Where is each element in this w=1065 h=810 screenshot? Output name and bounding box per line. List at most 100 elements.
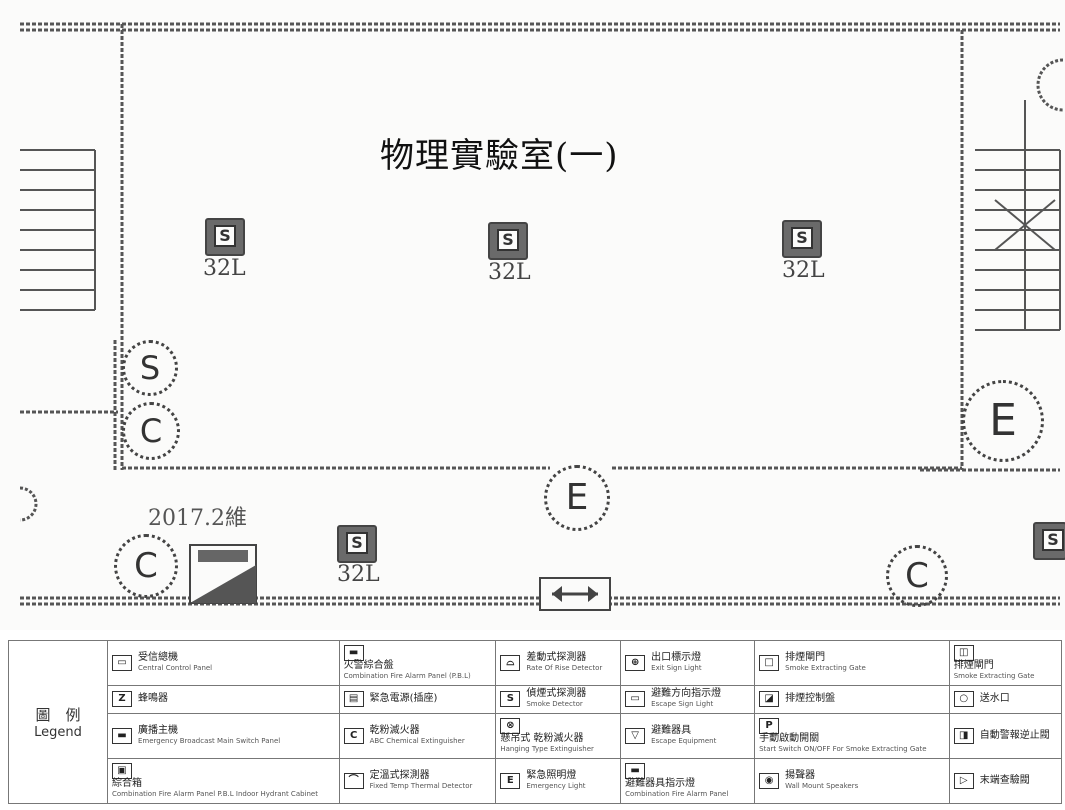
legend-item-zh: 末端查驗閥 — [979, 774, 1030, 786]
emergency-light-icon: E — [962, 380, 1044, 462]
legend-item-en: Fixed Temp Thermal Detector — [369, 781, 473, 790]
legend-item: ◪排煙控制盤 — [754, 685, 950, 714]
abc-extinguisher-icon: C — [114, 534, 178, 598]
water-inlet-icon: ○ — [953, 691, 974, 708]
fixed-temp-detector-icon: ⌒ — [343, 772, 364, 789]
legend-item-zh: 送水口 — [979, 693, 1010, 705]
legend-item-en: Central Control Panel — [138, 664, 213, 673]
smoke-detector-icon: S — [782, 220, 822, 258]
legend-item-zh: 避難器具 — [651, 724, 692, 736]
legend-item: ▤ 緊急電源(插座) — [338, 685, 497, 714]
smoke-detector-icon: S — [500, 691, 521, 708]
smoke-detector-label: S — [214, 225, 236, 247]
legend-item-zh: 排煙控制盤 — [785, 693, 836, 705]
circle-s-icon: S — [122, 340, 178, 396]
legend-item-en: Smoke Detector — [526, 700, 583, 709]
capacity-label: 32L — [337, 562, 380, 587]
fire-hydrant-cabinet-icon: ▣ — [112, 762, 132, 779]
legend-item-en: Combination Fire Alarm Panel (P.B.L) — [343, 672, 471, 681]
floor-plan-lines — [19, 22, 1064, 611]
emergency-power-icon: ▤ — [343, 691, 364, 708]
abc-extinguisher-icon: C — [343, 727, 364, 744]
combination-fire-alarm-icon: ▬ — [625, 762, 646, 779]
date-note: 2017.2維 — [148, 506, 247, 531]
partial-circle — [19, 486, 38, 522]
legend-item-zh: 綜合箱 — [112, 777, 142, 789]
sprinkler-valve-icon: ▷ — [953, 772, 974, 789]
smoke-detector-icon: S — [488, 222, 528, 260]
smoke-detector-icon: S — [205, 218, 245, 256]
legend-item-zh: 緊急照明燈 — [526, 769, 577, 781]
legend-item-zh: 乾粉滅火器 — [369, 724, 420, 736]
legend-item: ▷ 末端查驗閥 — [948, 757, 1063, 805]
legend-item-zh: 排煙閘門 — [953, 660, 994, 672]
legend-item-en: Hanging Type Extinguisher — [500, 744, 594, 753]
emergency-light-icon: E — [500, 772, 521, 789]
emergency-light-icon: E — [544, 465, 610, 531]
legend-item: ○ 送水口 — [948, 685, 1063, 714]
smoke-detector-label: S — [791, 227, 813, 249]
legend-item-en: Smoke Extracting Gate — [785, 664, 866, 673]
right-stairs — [975, 100, 1061, 331]
legend-item-en: Escape Equipment — [651, 736, 717, 745]
legend-item-zh: 出口標示燈 — [651, 652, 702, 664]
legend-header-en: Legend — [34, 725, 82, 740]
legend-item: ◨ 自動警報逆止閥 — [948, 712, 1063, 759]
manual-switch-icon: P — [759, 717, 780, 734]
legend-item-zh: 廣播主機 — [138, 724, 178, 736]
legend-item-zh: 手動啟動開關 — [759, 732, 820, 744]
legend-item-zh: 揚聲器 — [785, 769, 816, 781]
abc-extinguisher-icon: C — [886, 545, 948, 607]
escape-sign-light-icon: ▭ — [625, 691, 646, 708]
legend-item-en: Smoke Extracting Gate — [953, 672, 1035, 681]
legend-item-en: Combination Fire Alarm Panel — [625, 789, 729, 798]
legend-item-en: Start Switch ON/OFF For Smoke Extracting… — [759, 744, 927, 753]
legend-item-en: Wall Mount Speakers — [785, 781, 859, 790]
smoke-detector-label: S — [497, 229, 519, 251]
legend-item-zh: 受信總機 — [138, 652, 178, 664]
legend-item-en: Escape Sign Light — [651, 700, 714, 709]
auto-fire-door-icon: ◨ — [953, 727, 974, 744]
legend-item-zh: 蜂鳴器 — [138, 693, 168, 705]
legend-item-zh: 避難器具指示燈 — [625, 777, 696, 789]
legend-item-zh: 偵煙式探測器 — [526, 688, 587, 700]
legend-item-en: ABC Chemical Extinguisher — [369, 736, 465, 745]
legend-item-zh: 自動警報逆止閥 — [979, 729, 1050, 741]
abc-extinguisher-icon: C — [122, 402, 180, 460]
central-control-panel-icon: ▭ — [112, 655, 132, 672]
legend-item-en: Emergency Broadcast Main Switch Panel — [138, 736, 281, 745]
legend-item-en: Rate Of Rise Detector — [526, 664, 603, 673]
legend-item-en: Emergency Light — [526, 781, 586, 790]
legend-item-en: Exit Sign Light — [651, 664, 702, 673]
legend-item-zh: 懸吊式 乾粉滅火器 — [500, 732, 584, 744]
combination-fire-alarm-panel-icon: ▬ — [343, 645, 364, 662]
legend-item-zh: 定溫式探測器 — [369, 769, 430, 781]
smoke-detector-label: S — [1042, 529, 1064, 551]
legend-item-zh: 緊急電源(插座) — [369, 693, 438, 705]
exit-sign-box — [539, 577, 611, 611]
rate-of-rise-detector-icon: ⌓ — [500, 655, 521, 672]
legend-item-zh: 避難方向指示燈 — [651, 688, 722, 700]
legend-header-zh: 圖 例 — [35, 706, 81, 724]
smoke-extracting-gate-2-icon: ◫ — [953, 645, 974, 662]
legend-item-zh: 火警綜合盤 — [343, 660, 394, 672]
floor-plan: 物理實驗室(一) S 32L S 32L S 32L S 32L S S C C… — [19, 22, 1065, 611]
legend-item-zh: 差動式探測器 — [526, 652, 587, 664]
